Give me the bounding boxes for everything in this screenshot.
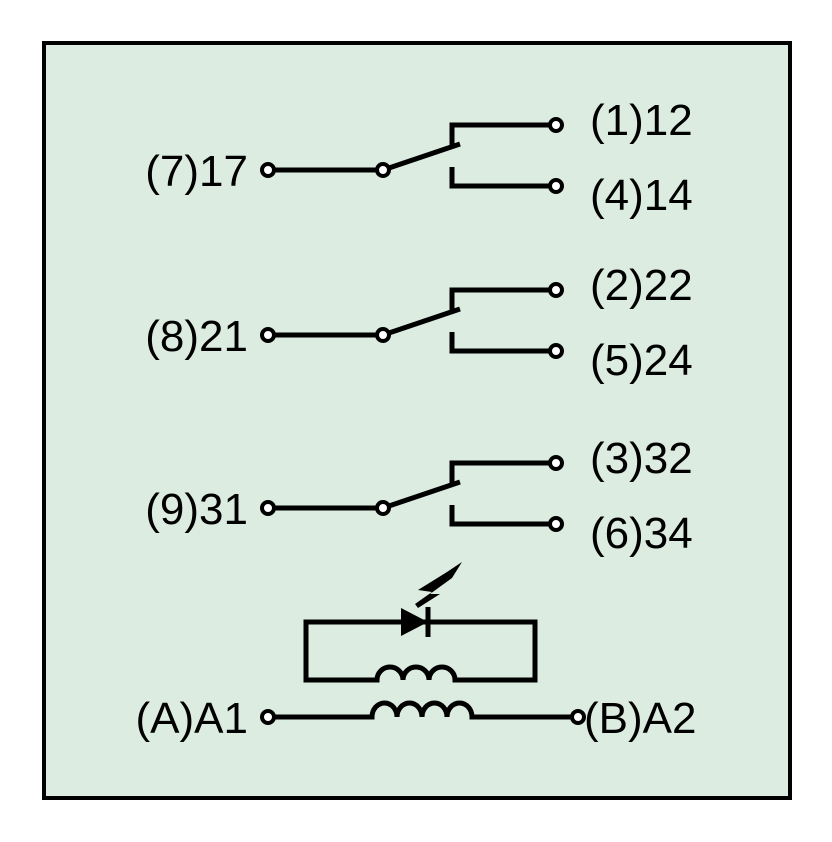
terminal-circle [548, 455, 564, 471]
light-emission-icon [415, 562, 462, 608]
label-common: (7)17 [145, 147, 248, 196]
label-a2: (B)A2 [584, 694, 696, 743]
terminal-circle [375, 500, 391, 516]
label-nc: (2)22 [590, 261, 693, 310]
led-diode-icon [401, 608, 428, 636]
label-no: (4)14 [590, 171, 693, 220]
label-no: (5)24 [590, 336, 693, 385]
terminal-circle [548, 178, 564, 194]
terminal-a2 [570, 709, 586, 725]
terminal-circle [260, 162, 276, 178]
terminal-circle [548, 343, 564, 359]
terminal-circle [548, 117, 564, 133]
changeover-switch: (7)17 (1)12 (4)14 [145, 96, 692, 220]
label-common: (9)31 [145, 485, 248, 534]
terminal-circle [260, 500, 276, 516]
terminal-circle [375, 162, 391, 178]
label-a1: (A)A1 [136, 694, 248, 743]
suppression-loop [303, 619, 538, 683]
label-nc: (3)32 [590, 434, 693, 483]
terminal-circle [375, 327, 391, 343]
changeover-switch: (8)21 (2)22 (5)24 [145, 261, 692, 385]
terminal-circle [548, 516, 564, 532]
label-nc: (1)12 [590, 96, 693, 145]
terminal-circle [548, 282, 564, 298]
coil-icon [275, 700, 571, 720]
changeover-switch: (9)31 (3)32 (6)34 [145, 434, 692, 558]
diagram-frame [42, 41, 792, 800]
label-no: (6)34 [590, 509, 693, 558]
coil-circuit: (A)A1 (B)A2 [136, 562, 696, 743]
terminal-circle [260, 327, 276, 343]
terminal-a1 [260, 709, 276, 725]
label-common: (8)21 [145, 312, 248, 361]
